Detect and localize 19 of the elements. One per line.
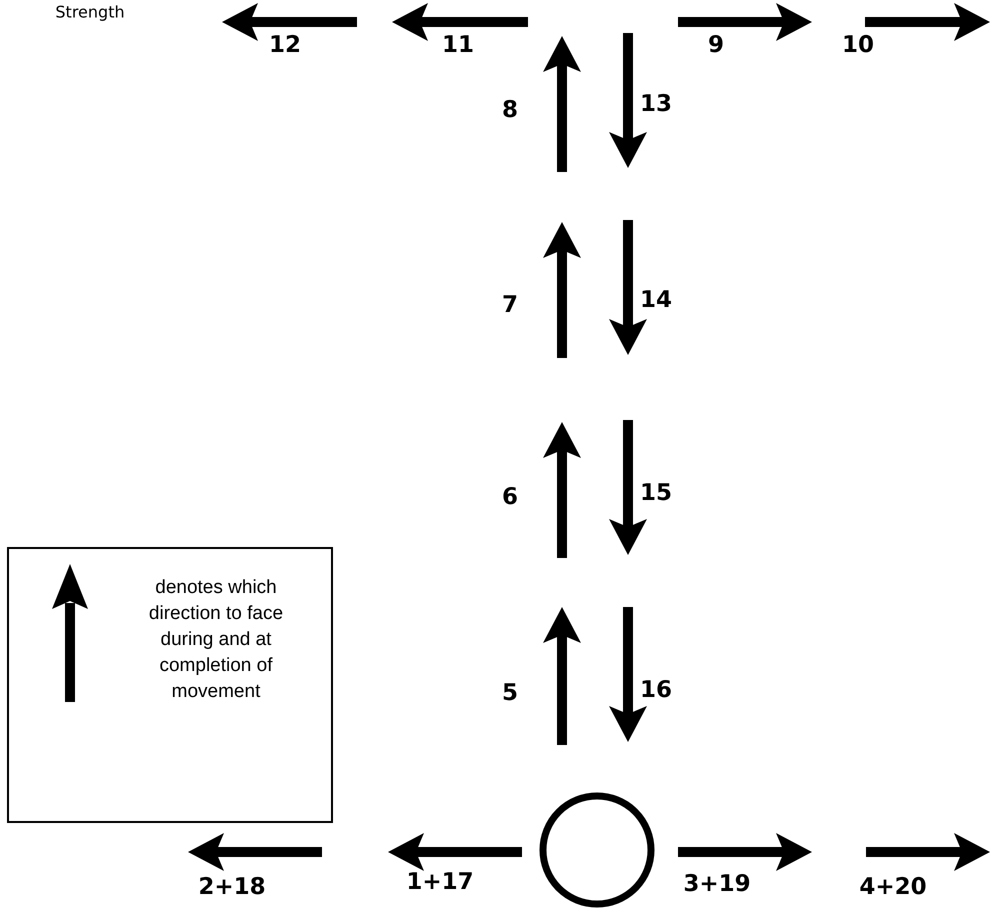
step-number: 6: [502, 484, 518, 510]
step-number: 3+19: [683, 871, 751, 897]
step-number: 11: [442, 32, 474, 58]
step-number: 4+20: [859, 874, 927, 900]
title-text: Strength: [55, 2, 125, 22]
step-number: 15: [640, 480, 672, 506]
step-number: 1+17: [406, 869, 474, 895]
step-number: 12: [269, 32, 301, 58]
legend-box: [7, 547, 333, 823]
legend-text: denotes which direction to face during and at completion of movement: [148, 576, 284, 704]
step-number: 7: [502, 292, 518, 318]
step-number: 2+18: [198, 874, 266, 900]
step-number: 10: [842, 32, 874, 58]
step-number: 13: [640, 91, 672, 117]
step-number: 8: [502, 97, 518, 123]
step-number: 16: [640, 677, 672, 703]
step-number: 5: [502, 680, 518, 706]
step-number: 9: [708, 32, 724, 58]
step-number: 14: [640, 287, 672, 313]
